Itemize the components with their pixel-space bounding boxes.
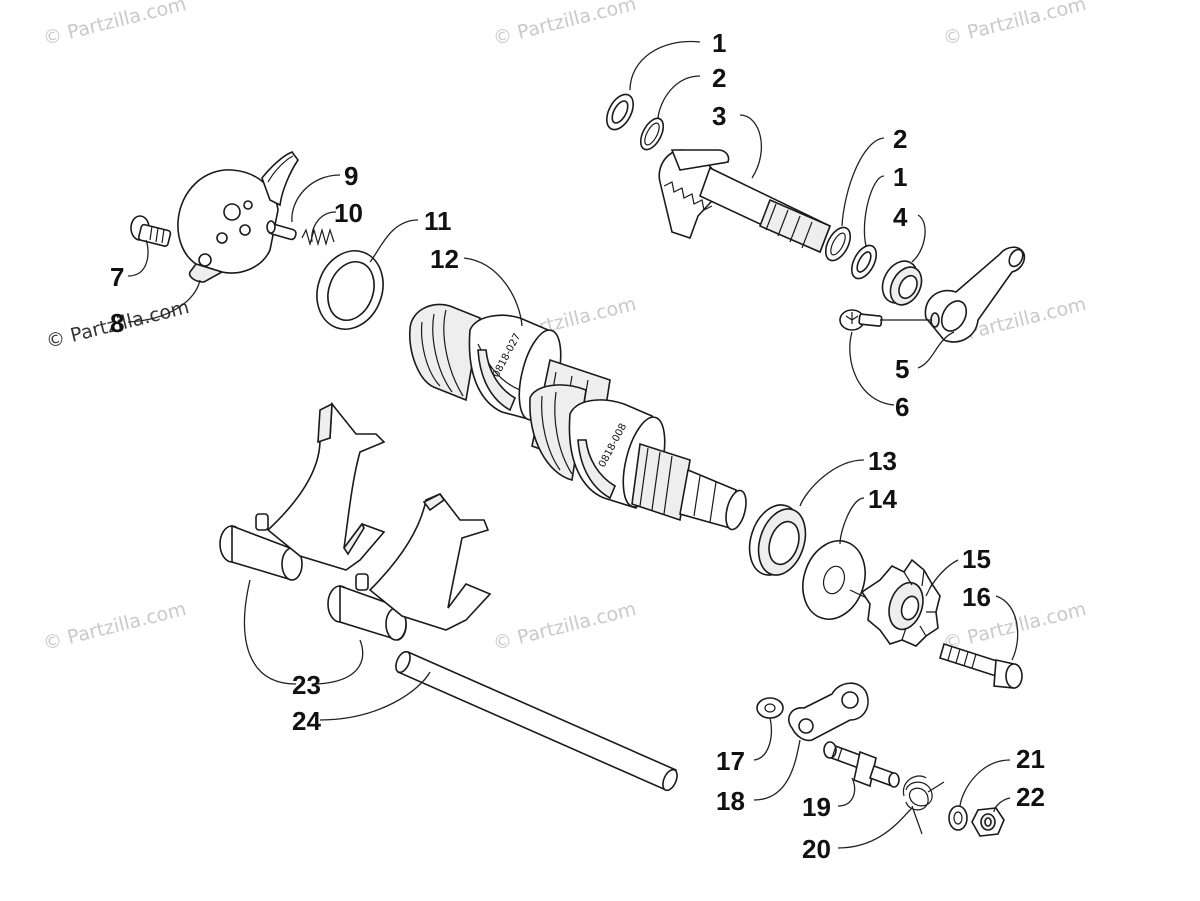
- shift-arm-5: [924, 246, 1026, 343]
- callout-17: 17: [716, 746, 745, 776]
- callout-12: 12: [430, 244, 459, 274]
- callout-14: 14: [868, 484, 897, 514]
- detent-housing: [177, 151, 299, 283]
- callout-24: 24: [292, 706, 321, 736]
- callout-10: 10: [334, 198, 363, 228]
- collar-13: [748, 504, 807, 576]
- callout-1-lower: 1: [893, 162, 907, 192]
- watermarks: © Partzilla.com © Partzilla.com © Partzi…: [41, 0, 1089, 655]
- callout-15: 15: [962, 544, 991, 574]
- circlip-2-lower: [824, 226, 852, 262]
- callout-16: 16: [962, 582, 991, 612]
- callout-19: 19: [802, 792, 831, 822]
- fork-shaft-24: [395, 650, 678, 792]
- washer-11: [316, 250, 384, 330]
- spring-20: [902, 775, 945, 835]
- spring-10: [301, 227, 335, 247]
- callouts: 1 2 3 2 1 4 5 6 7 8 9 10 11 12 13 14 15 …: [110, 28, 1045, 864]
- callout-7: 7: [110, 262, 124, 292]
- bolt-6: [839, 309, 932, 331]
- callout-5: 5: [895, 354, 909, 384]
- nut-22: [971, 807, 1005, 837]
- callout-11: 11: [424, 206, 452, 236]
- washer-1-lower: [850, 244, 878, 280]
- washer-21: [948, 805, 968, 831]
- callout-20: 20: [802, 834, 831, 864]
- callout-9: 9: [344, 161, 358, 191]
- callout-13: 13: [868, 446, 897, 476]
- shift-fork-23-a: [219, 401, 386, 581]
- washer-14: [802, 540, 901, 620]
- watermark: © Partzilla.com: [491, 0, 639, 50]
- washer-17: [756, 697, 784, 719]
- callout-2: 2: [712, 63, 726, 93]
- callout-4: 4: [893, 202, 908, 232]
- watermark: © Partzilla.com: [491, 598, 639, 655]
- circlip-2-top: [639, 117, 665, 151]
- callout-3: 3: [712, 101, 726, 131]
- callout-8: 8: [110, 308, 124, 338]
- callout-2-lower: 2: [893, 124, 907, 154]
- callout-22: 22: [1016, 782, 1045, 812]
- callout-6: 6: [895, 392, 909, 422]
- stopper-arm-18: [788, 682, 869, 742]
- watermark: © Partzilla.com: [41, 598, 189, 655]
- shift-shaft-3: [658, 149, 832, 254]
- watermark: © Partzilla.com: [941, 0, 1089, 50]
- callout-1: 1: [712, 28, 726, 58]
- callout-18: 18: [716, 786, 745, 816]
- pivot-bolt-19: [823, 741, 900, 788]
- bolt-7: [130, 215, 172, 247]
- shift-drum-12: 0818-027 0818-008: [408, 303, 747, 531]
- shift-fork-23-b: [327, 492, 492, 641]
- shift-star-15: [860, 558, 941, 647]
- leader-lines: [127, 40, 1019, 849]
- bearing-4: [881, 260, 923, 306]
- callout-23: 23: [292, 670, 321, 700]
- washer-1-top: [606, 93, 634, 131]
- detent-pin-9: [266, 220, 297, 241]
- bolt-16: [939, 642, 1023, 689]
- watermark: © Partzilla.com: [41, 0, 189, 50]
- callout-21: 21: [1016, 744, 1045, 774]
